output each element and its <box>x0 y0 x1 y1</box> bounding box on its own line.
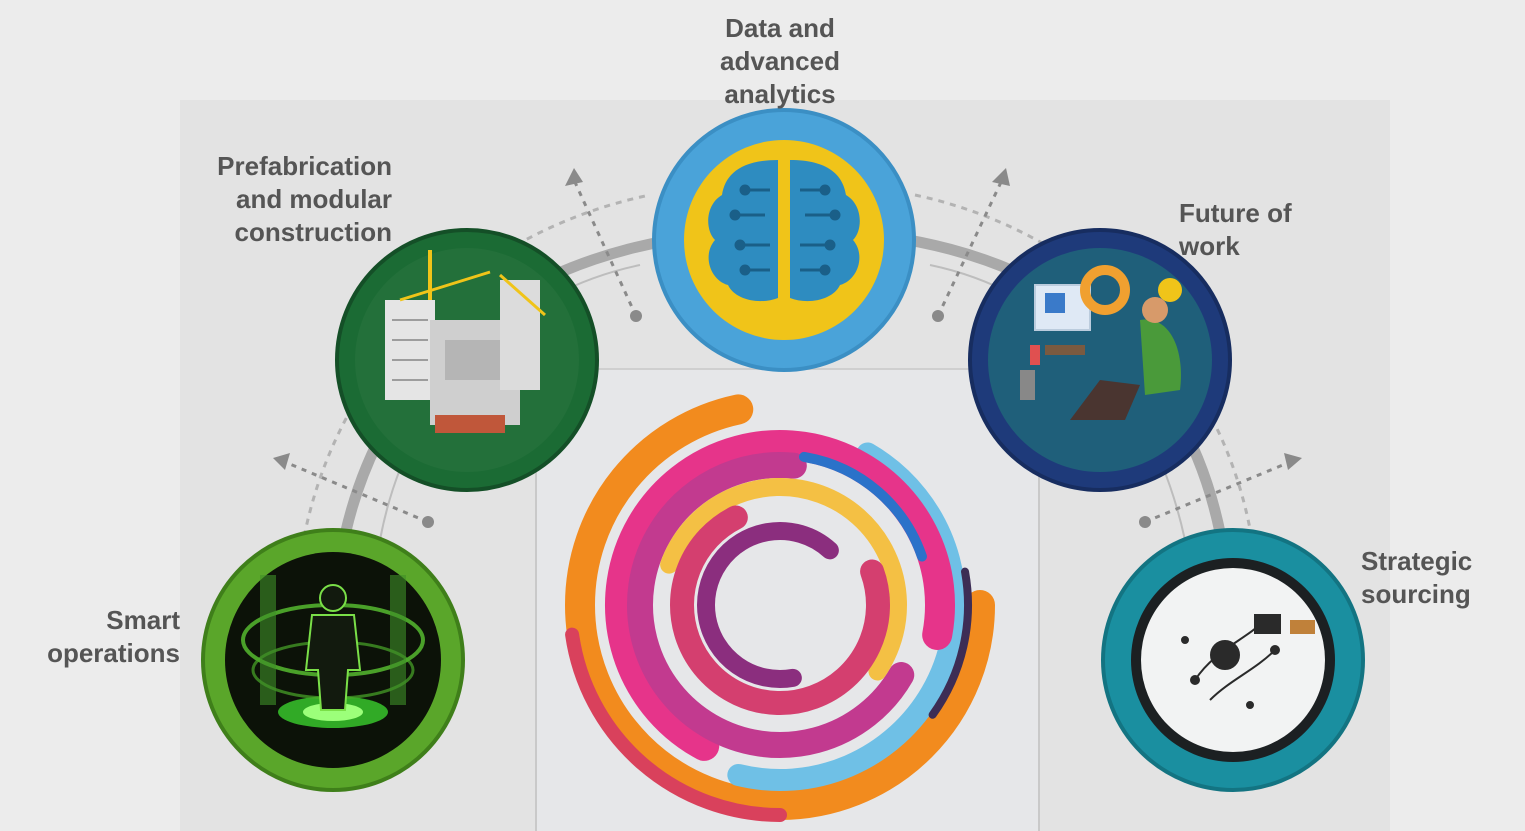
strategic-sourcing-node <box>1101 528 1365 792</box>
dotted-arrow-left-low <box>284 460 429 524</box>
arrowhead-left-low <box>273 453 290 470</box>
future-of-work-node <box>968 228 1232 492</box>
brain-circuit-icon <box>708 160 860 302</box>
dotted-arrow-right-low <box>1144 460 1291 524</box>
dotted-arrow-left-top <box>572 179 638 317</box>
data-analytics-node <box>652 108 916 372</box>
label-line: Future of <box>1179 198 1292 228</box>
arrow-dot-right-top <box>932 310 944 322</box>
hologram-person-icon <box>241 575 425 728</box>
label-line: Strategic <box>1361 546 1473 576</box>
label-line: work <box>1179 231 1240 261</box>
smart-operations-node <box>201 528 465 792</box>
arrow-dot-right-low <box>1139 516 1151 528</box>
label-line: analytics <box>724 79 836 109</box>
arrowhead-right-low <box>1284 453 1302 470</box>
arrow-dot-left-top <box>630 310 642 322</box>
label-line: advanced <box>720 46 840 76</box>
crane-building-icon <box>385 250 546 433</box>
label-prefabrication: Prefabrication and modular construction <box>160 150 392 249</box>
label-data-analytics: Data and advanced analytics <box>690 12 870 111</box>
arrowhead-right-top <box>992 168 1010 186</box>
arrow-dot-left-low <box>422 516 434 528</box>
circuit-plate-icon <box>1181 614 1315 709</box>
label-line: Data and <box>725 13 835 43</box>
label-line: Smart <box>106 605 180 635</box>
label-line: construction <box>234 217 392 247</box>
label-line: sourcing <box>1361 579 1471 609</box>
label-line: and modular <box>235 184 392 214</box>
label-future-of-work: Future of work <box>1179 197 1379 263</box>
arrowhead-left-top <box>565 168 583 186</box>
label-line: operations <box>47 638 180 668</box>
label-smart-operations: Smart operations <box>20 604 180 670</box>
label-strategic-sourcing: Strategic sourcing <box>1361 545 1521 611</box>
dotted-arrow-right-top <box>936 179 1004 317</box>
prefabrication-node <box>335 228 599 492</box>
label-line: Prefabrication <box>217 151 392 181</box>
person-at-desk-icon <box>1020 265 1182 420</box>
paint-swirl-icon <box>563 388 997 822</box>
